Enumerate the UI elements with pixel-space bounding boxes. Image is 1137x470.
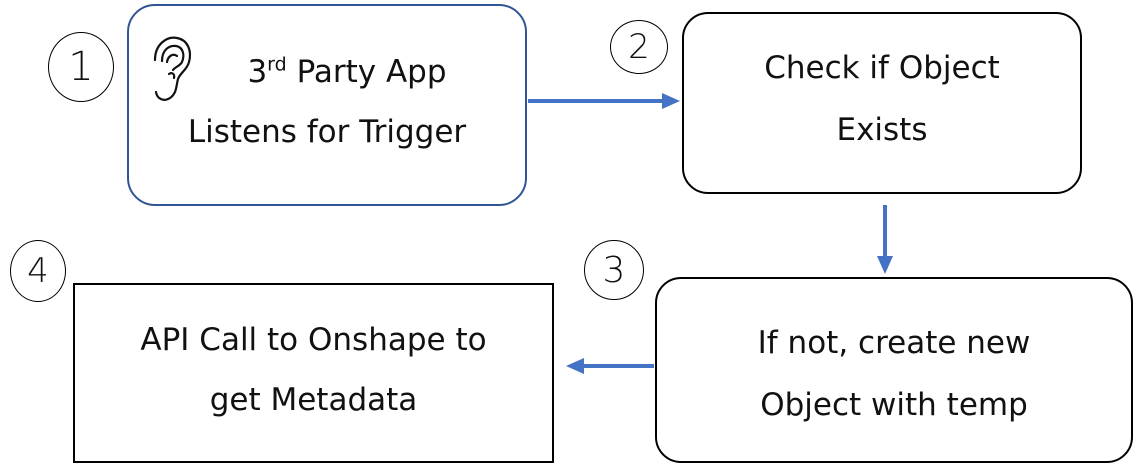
step-4-line-2: get Metadata [209, 382, 418, 418]
step-4-line-1: API Call to Onshape to [140, 322, 487, 358]
step-2-line-2: Exists [836, 112, 928, 148]
step-4-number: 4 [10, 240, 66, 302]
step-1-line-1-rest: Party App [286, 54, 447, 90]
step-2-number: 2 [610, 20, 668, 74]
step-1-line-2: Listens for Trigger [187, 114, 467, 150]
step-1-ordinal-number: 3 [247, 54, 268, 90]
ear-icon [153, 36, 192, 101]
step-3-box: If not, create new Object with temp [655, 277, 1133, 463]
step-1-line-1: 3rd Party App [129, 52, 525, 92]
step-3-number: 3 [584, 240, 644, 300]
arrow-step-1-to-2 [528, 93, 680, 109]
step-3-line-1: If not, create new [757, 325, 1031, 361]
step-1-box: 3rd Party App Listens for Trigger [127, 4, 527, 206]
step-4-box: API Call to Onshape to get Metadata [73, 283, 554, 463]
arrow-step-3-to-4 [566, 358, 654, 374]
step-2-line-1: Check if Object [764, 50, 1000, 86]
arrow-step-2-to-3 [877, 205, 893, 274]
step-2-box: Check if Object Exists [682, 12, 1082, 194]
step-3-line-2: Object with temp [760, 387, 1028, 423]
step-1-number: 1 [48, 32, 114, 102]
step-1-ordinal-suffix: rd [267, 53, 287, 76]
